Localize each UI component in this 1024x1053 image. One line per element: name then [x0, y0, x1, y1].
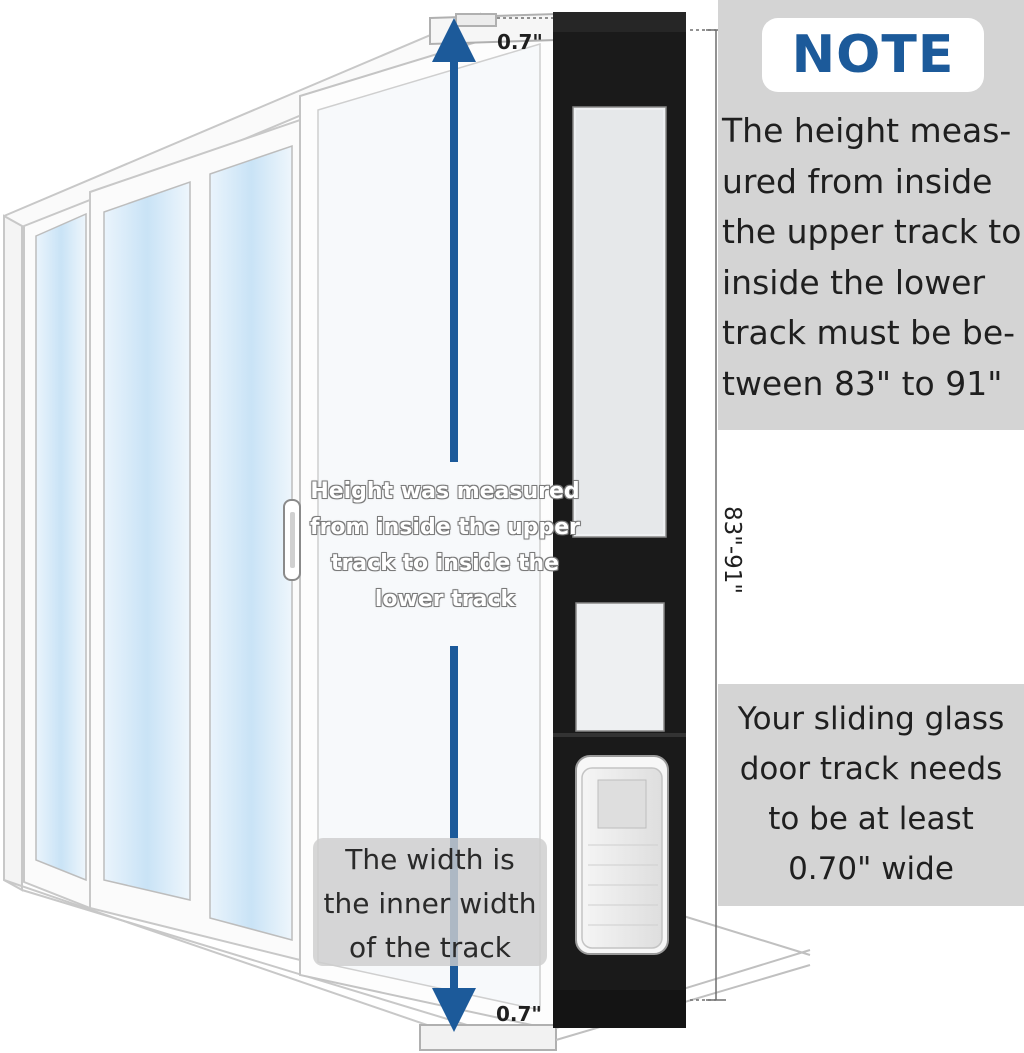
bottom-track-width-label: 0.7"	[496, 1002, 542, 1026]
pet-door-panel	[553, 12, 686, 1028]
top-track-width-label: 0.7"	[497, 30, 543, 54]
sliding-glass-panel	[299, 16, 556, 1032]
fixed-glass-panel	[23, 118, 301, 962]
note-badge: NOTE	[762, 18, 984, 92]
height-requirement-note: The height meas- ured from inside the up…	[722, 111, 1022, 403]
track-width-panel	[718, 684, 1024, 906]
height-measure-caption: Height was measured from inside the uppe…	[310, 479, 580, 612]
height-arrow-icon	[432, 18, 476, 1032]
width-note-box	[313, 838, 547, 966]
width-note: The width is the inner width of the trac…	[323, 843, 537, 964]
track-width-note: Your sliding glass door track needs to b…	[737, 701, 1005, 887]
door-handle-icon	[283, 499, 301, 581]
height-range-label: 83"-91"	[719, 506, 745, 594]
